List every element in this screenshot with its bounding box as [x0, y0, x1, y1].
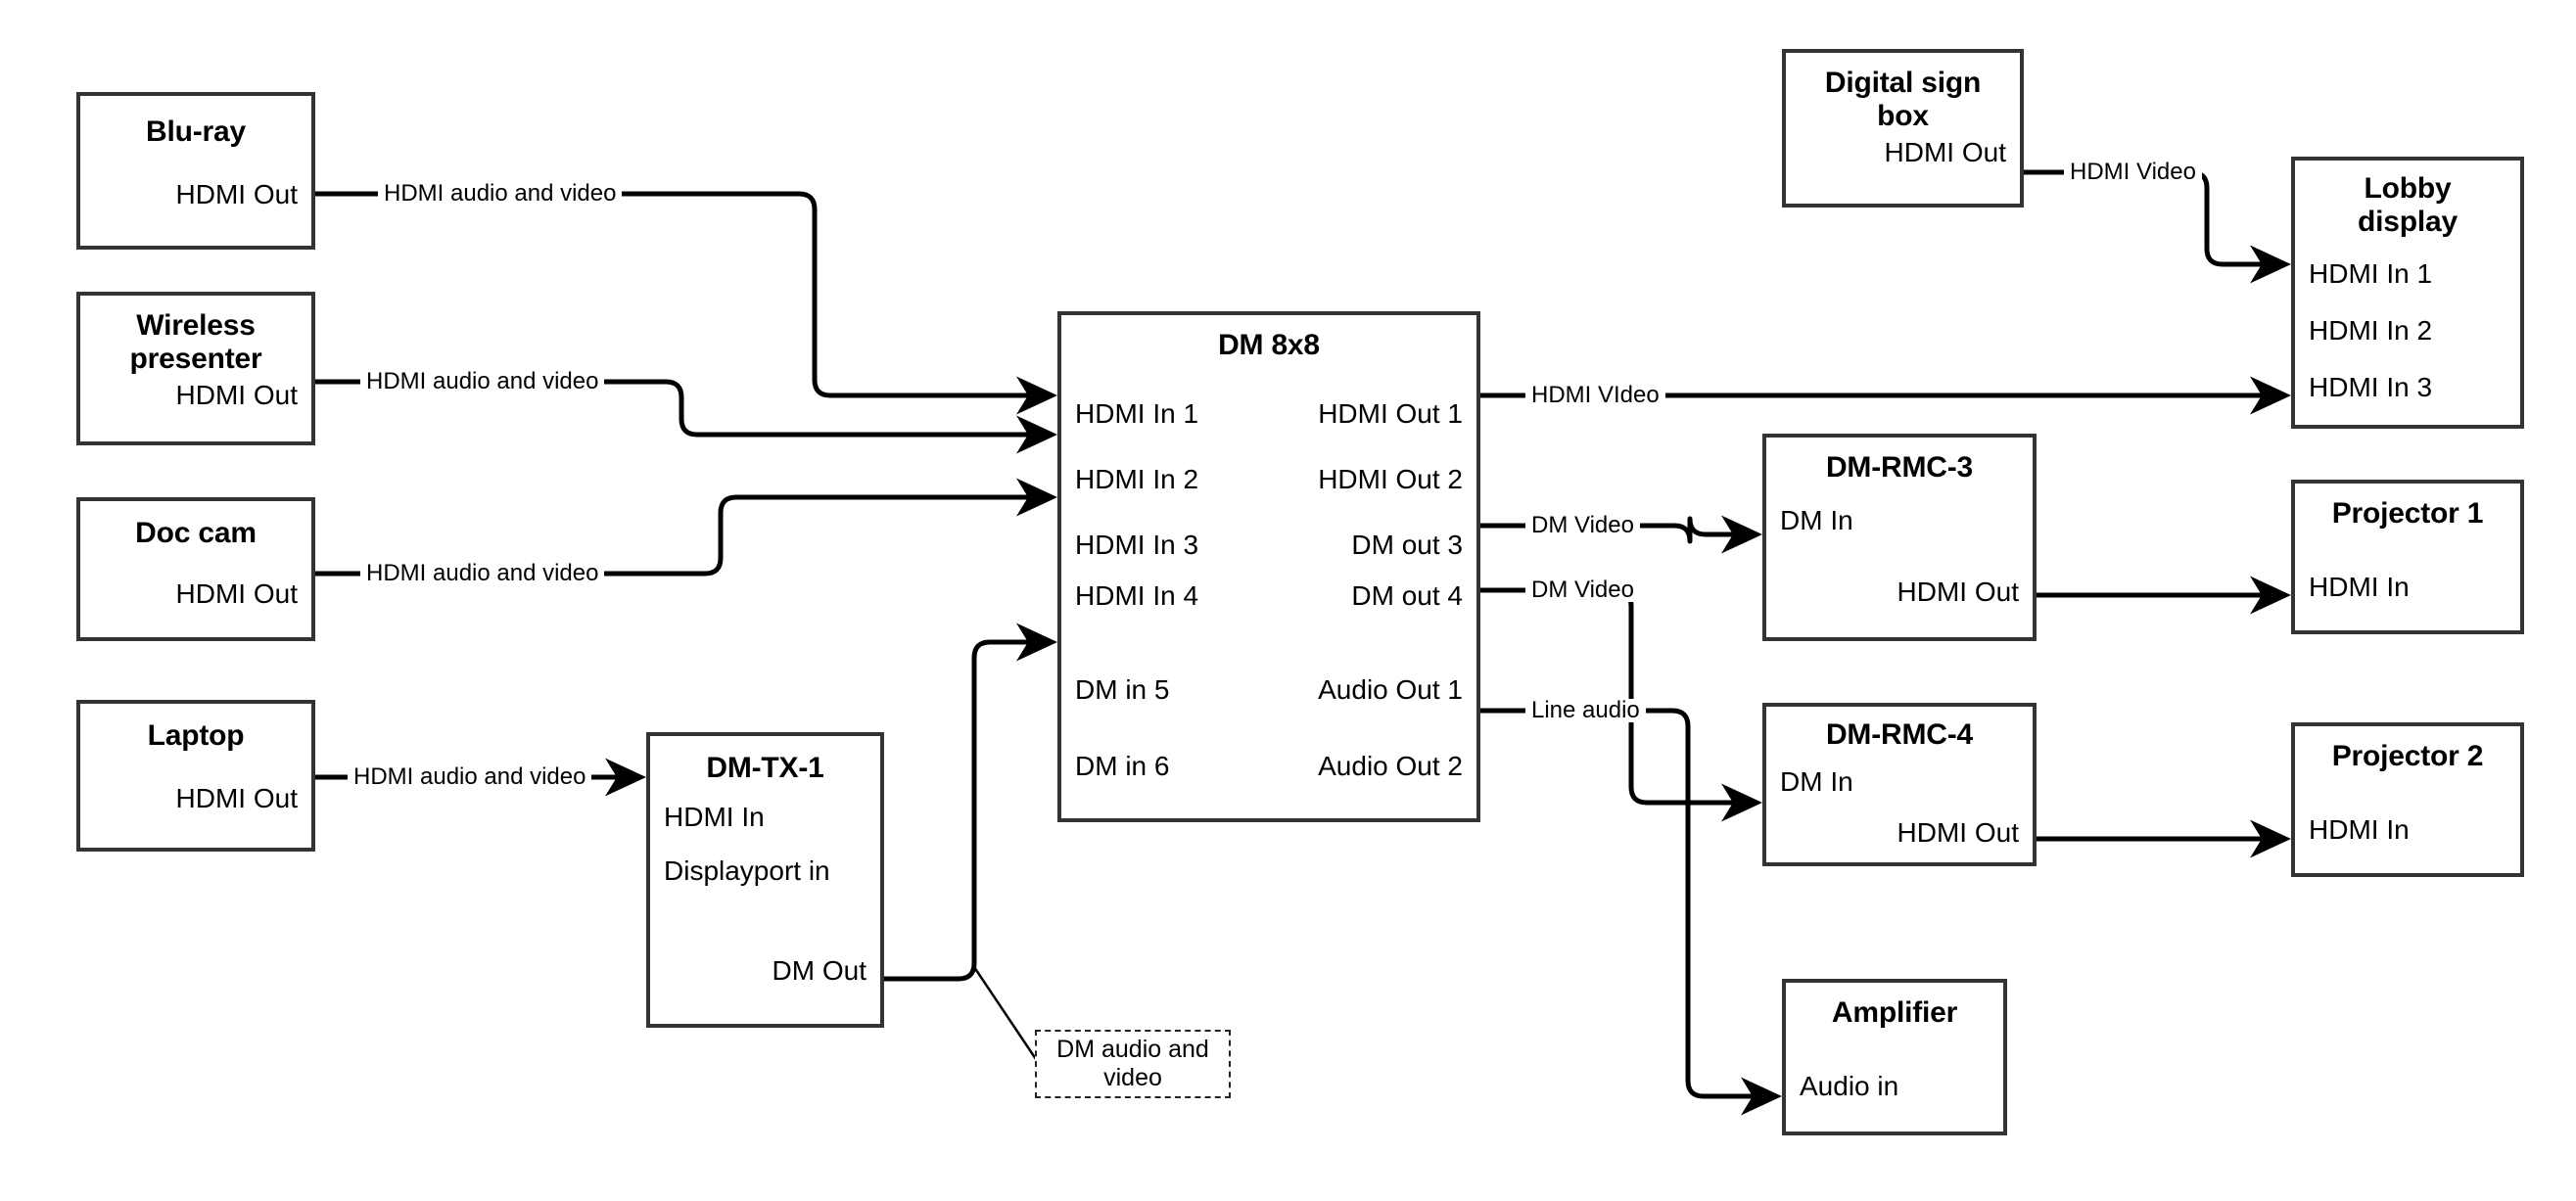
edge-label-bluray-to-dm8x8: HDMI audio and video — [378, 182, 623, 206]
node-wireless-presenter[interactable]: Wireless presenter HDMI Out — [76, 292, 315, 445]
node-lobby-display-port-hdmi-in-1: HDMI In 1 — [2309, 258, 2433, 290]
node-dm-8x8-input-hdmi-in-3: HDMI In 3 — [1075, 529, 1199, 560]
node-dm-8x8[interactable]: DM 8x8 HDMI In 1 HDMI In 2 HDMI In 3 HDM… — [1057, 311, 1480, 822]
node-lobby-display-title: Lobby display — [2358, 172, 2458, 238]
edge-label-doccam-to-dm8x8: HDMI audio and video — [360, 562, 605, 585]
edge-label-dm8x8-audio-out-1: Line audio — [1525, 699, 1646, 722]
node-projector-2[interactable]: Projector 2 HDMI In — [2291, 722, 2524, 877]
edge-label-sign-to-lobby: HDMI Video — [2064, 161, 2202, 184]
node-digital-sign-box-port-hdmi-out: HDMI Out — [1884, 137, 2006, 168]
callout-text: DM audio and video — [1056, 1036, 1209, 1091]
node-dm-tx-1[interactable]: DM-TX-1 HDMI In Displayport in DM Out — [646, 732, 884, 1028]
wire-dm8x8-audioout1-to-amplifier — [1480, 708, 1783, 1116]
node-dm-rmc-3-title: DM-RMC-3 — [1825, 451, 1974, 484]
node-amplifier-port-audio-in: Audio in — [1800, 1071, 1899, 1102]
node-dm-8x8-input-hdmi-in-1: HDMI In 1 — [1075, 397, 1199, 429]
node-dm-rmc-4-port-hdmi-out: HDMI Out — [1897, 817, 2019, 849]
node-bluray[interactable]: Blu-ray HDMI Out — [76, 92, 315, 250]
node-projector-2-port-hdmi-in: HDMI In — [2309, 814, 2410, 846]
wire-dmtx1-to-dm8x8 — [884, 623, 1058, 982]
node-dm-rmc-4[interactable]: DM-RMC-4 DM In HDMI Out — [1762, 703, 2037, 866]
node-dm-8x8-output-audio-out-1: Audio Out 1 — [1318, 673, 1463, 705]
node-dm-8x8-output-dm-out-4: DM out 4 — [1351, 579, 1463, 611]
node-laptop[interactable]: Laptop HDMI Out — [76, 700, 315, 852]
node-wireless-presenter-port-hdmi-out: HDMI Out — [175, 380, 298, 411]
node-doc-cam-port-hdmi-out: HDMI Out — [175, 578, 298, 610]
node-digital-sign-box[interactable]: Digital sign box HDMI Out — [1782, 49, 2024, 208]
node-dm-rmc-3-port-dm-in: DM In — [1780, 504, 1853, 535]
edge-label-dm8x8-dm-out-3: DM Video — [1525, 514, 1640, 537]
node-lobby-display[interactable]: Lobby display HDMI In 1 HDMI In 2 HDMI I… — [2291, 157, 2524, 429]
node-dm-tx-1-port-displayport-in: Displayport in — [664, 855, 830, 887]
node-dm-rmc-3[interactable]: DM-RMC-3 DM In HDMI Out — [1762, 434, 2037, 641]
node-dm-rmc-4-port-dm-in: DM In — [1780, 765, 1853, 797]
node-doc-cam[interactable]: Doc cam HDMI Out — [76, 497, 315, 641]
node-dm-8x8-output-audio-out-2: Audio Out 2 — [1318, 750, 1463, 781]
node-dm-8x8-input-hdmi-in-2: HDMI In 2 — [1075, 463, 1199, 494]
node-dm-8x8-input-dm-in-5: DM in 5 — [1075, 673, 1170, 705]
node-dm-8x8-input-dm-in-6: DM in 6 — [1075, 750, 1170, 781]
node-lobby-display-port-hdmi-in-3: HDMI In 3 — [2309, 372, 2433, 403]
wire-bluray-to-dm8x8 — [315, 191, 1058, 415]
edge-label-dm8x8-hdmi-out-1: HDMI VIdeo — [1525, 384, 1665, 407]
callout-leader-line — [972, 966, 1042, 1066]
node-digital-sign-box-title: Digital sign box — [1824, 67, 1982, 132]
node-projector-2-title: Projector 2 — [2331, 740, 2484, 772]
node-dm-tx-1-port-dm-out: DM Out — [772, 955, 866, 987]
node-dm-tx-1-title: DM-TX-1 — [706, 752, 824, 784]
node-amplifier[interactable]: Amplifier Audio in — [1782, 979, 2007, 1135]
node-dm-8x8-output-dm-out-3: DM out 3 — [1351, 529, 1463, 560]
edge-label-wireless-to-dm8x8: HDMI audio and video — [360, 370, 605, 393]
node-doc-cam-title: Doc cam — [135, 517, 257, 549]
node-laptop-port-hdmi-out: HDMI Out — [175, 783, 298, 814]
node-dm-tx-1-port-hdmi-in: HDMI In — [664, 801, 765, 832]
node-lobby-display-port-hdmi-in-2: HDMI In 2 — [2309, 315, 2433, 346]
node-dm-8x8-output-hdmi-out-1: HDMI Out 1 — [1318, 397, 1463, 429]
node-projector-1-port-hdmi-in: HDMI In — [2309, 572, 2410, 603]
node-wireless-presenter-title: Wireless presenter — [129, 309, 262, 375]
node-dm-8x8-output-hdmi-out-2: HDMI Out 2 — [1318, 463, 1463, 494]
node-amplifier-title: Amplifier — [1831, 996, 1958, 1029]
node-bluray-port-hdmi-out: HDMI Out — [175, 179, 298, 210]
node-bluray-title: Blu-ray — [146, 115, 246, 148]
node-dm-rmc-3-port-hdmi-out: HDMI Out — [1897, 577, 2019, 608]
node-dm-rmc-4-title: DM-RMC-4 — [1825, 718, 1974, 751]
node-projector-1[interactable]: Projector 1 HDMI In — [2291, 480, 2524, 634]
node-dm-8x8-title: DM 8x8 — [1218, 329, 1320, 361]
edge-label-laptop-to-dmtx1: HDMI audio and video — [348, 765, 592, 789]
node-projector-1-title: Projector 1 — [2331, 497, 2484, 530]
callout-dm-audio-and-video: DM audio and video — [1035, 1030, 1231, 1098]
edge-label-dm8x8-dm-out-4: DM Video — [1525, 578, 1640, 602]
node-laptop-title: Laptop — [147, 719, 245, 752]
node-dm-8x8-input-hdmi-in-4: HDMI In 4 — [1075, 579, 1199, 611]
wire-sign-to-lobby — [2024, 169, 2292, 284]
